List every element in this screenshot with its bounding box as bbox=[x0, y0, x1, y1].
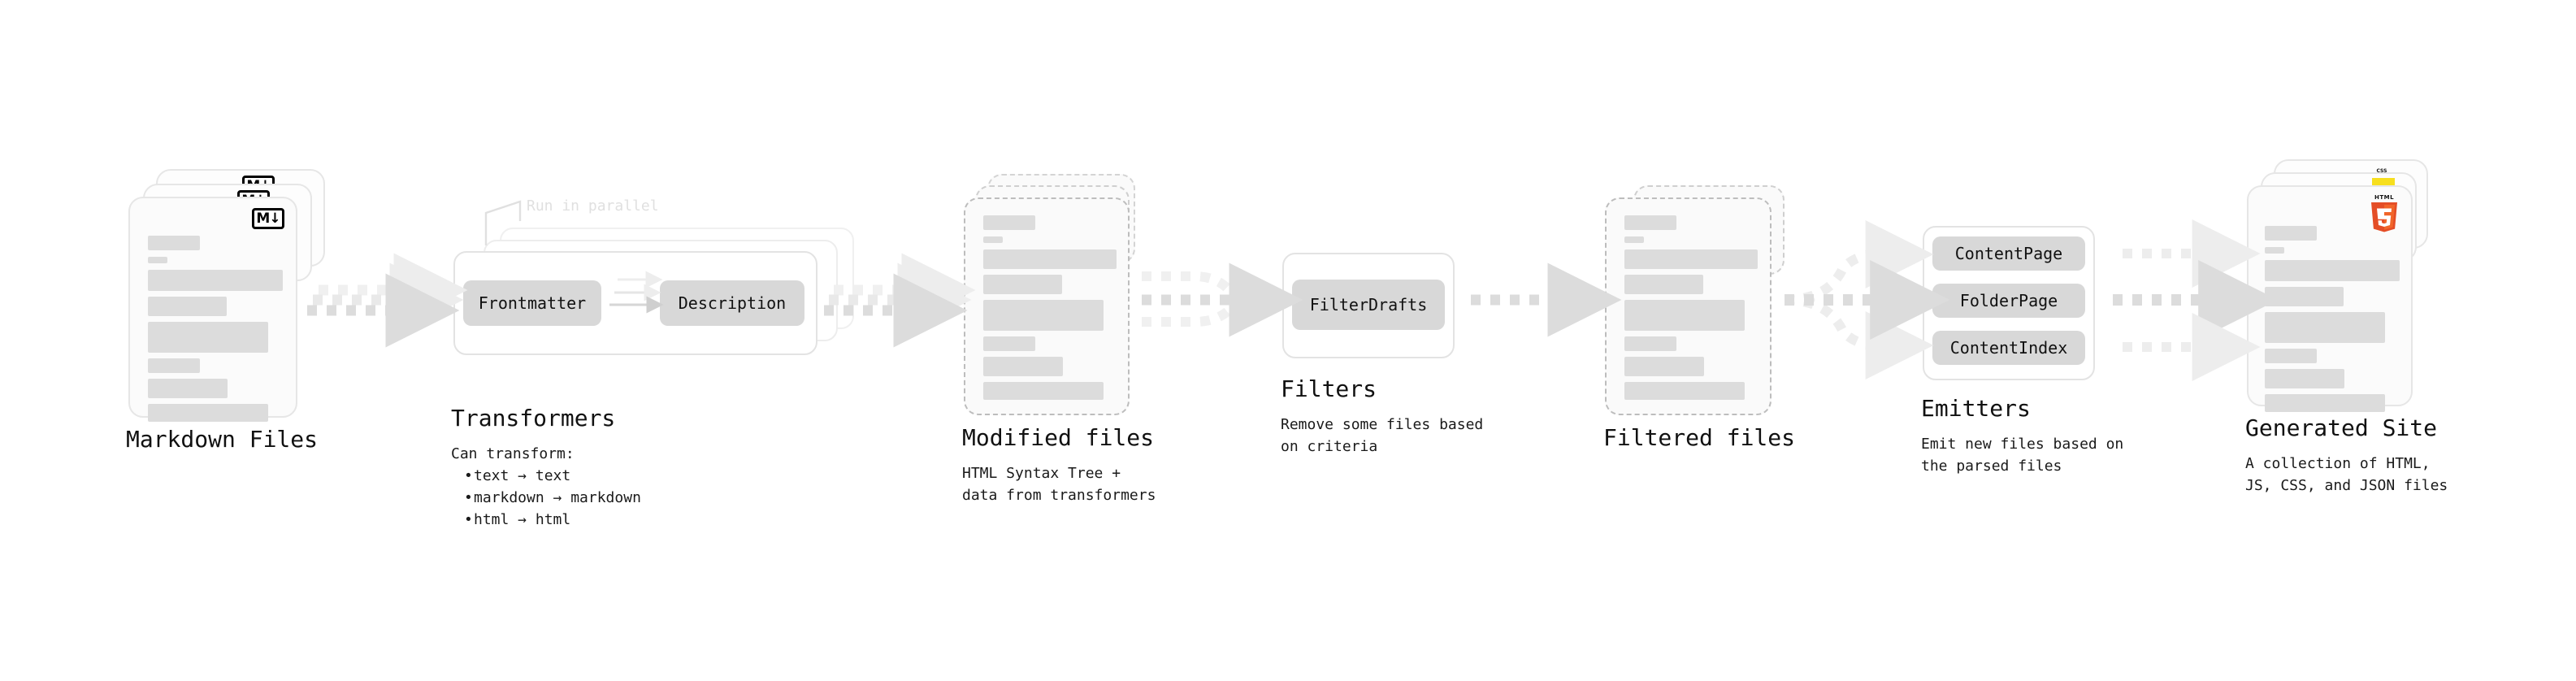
caption-generated-site: Generated Site A collection of HTML, JS,… bbox=[2245, 414, 2522, 497]
doc-line bbox=[148, 236, 200, 250]
doc-line bbox=[2265, 349, 2317, 363]
caption-markdown-files: Markdown Files bbox=[126, 427, 394, 453]
doc-line bbox=[148, 270, 283, 291]
doc-line bbox=[148, 404, 268, 422]
arrow-filtered-to-emitters bbox=[1784, 220, 1950, 380]
doc-line bbox=[1624, 336, 1676, 351]
doc-line bbox=[2265, 226, 2317, 241]
run-in-parallel-label: Run in parallel bbox=[527, 197, 659, 215]
can-transform-label: Can transform: bbox=[451, 445, 575, 462]
arrow-emitters-to-site bbox=[2113, 219, 2279, 381]
doc-line bbox=[1624, 275, 1703, 294]
stage-title: Modified files bbox=[962, 424, 1155, 451]
caption-transformers: Transformers Can transform: text → text … bbox=[451, 406, 760, 531]
arrow-modified-to-filters bbox=[1142, 262, 1303, 337]
list-item: markdown → markdown bbox=[464, 487, 760, 509]
filtered-file-card bbox=[1605, 197, 1772, 415]
stage-subtitle: HTML Syntax Tree + data from transformer… bbox=[962, 464, 1156, 504]
doc-line bbox=[1624, 215, 1676, 230]
doc-line bbox=[2265, 394, 2385, 412]
html5-badge: HTML bbox=[2366, 192, 2402, 232]
doc-line bbox=[983, 357, 1063, 376]
stage-subtitle: Remove some files based on criteria bbox=[1281, 415, 1484, 455]
arrow-markdown-to-transformers bbox=[307, 253, 468, 348]
doc-line bbox=[1624, 382, 1745, 400]
doc-line bbox=[983, 249, 1117, 269]
transformer-chip-frontmatter[interactable]: Frontmatter bbox=[463, 280, 601, 326]
doc-line bbox=[148, 322, 268, 353]
doc-line bbox=[2265, 369, 2344, 388]
doc-line bbox=[148, 297, 227, 316]
doc-line bbox=[2265, 247, 2284, 254]
stage-subtitle: Can transform: text → text markdown → ma… bbox=[451, 443, 760, 531]
doc-line bbox=[2265, 287, 2344, 306]
caption-filters: Filters Remove some files based on crite… bbox=[1281, 375, 1549, 458]
doc-line bbox=[2265, 312, 2385, 343]
doc-line bbox=[148, 257, 167, 263]
doc-line bbox=[1624, 357, 1704, 376]
caption-modified-files: Modified files HTML Syntax Tree + data f… bbox=[962, 424, 1230, 506]
doc-line bbox=[983, 336, 1035, 351]
caption-emitters: Emitters Emit new files based on the par… bbox=[1921, 395, 2197, 477]
svg-text:HTML: HTML bbox=[2374, 194, 2394, 201]
doc-line bbox=[1624, 236, 1644, 243]
list-item: text → text bbox=[464, 465, 760, 487]
stage-title: Filters bbox=[1281, 375, 1377, 402]
stage-title: Transformers bbox=[451, 405, 616, 432]
doc-line bbox=[983, 300, 1104, 331]
filter-chip-filterdrafts[interactable]: FilterDrafts bbox=[1292, 280, 1445, 330]
markdown-file-card: M↓ bbox=[128, 197, 297, 422]
doc-line bbox=[983, 215, 1035, 230]
list-item: html → html bbox=[464, 509, 760, 531]
emitter-chip-contentindex[interactable]: ContentIndex bbox=[1932, 331, 2085, 365]
doc-line bbox=[983, 382, 1104, 400]
svg-text:CSS: CSS bbox=[2377, 168, 2387, 174]
doc-line bbox=[148, 358, 200, 373]
transformer-chip-description[interactable]: Description bbox=[660, 280, 804, 326]
doc-line bbox=[148, 379, 228, 398]
doc-line bbox=[1624, 300, 1745, 331]
emitter-chip-folderpage[interactable]: FolderPage bbox=[1932, 284, 2085, 318]
caption-filtered-files: Filtered files bbox=[1603, 424, 1871, 451]
stage-title: Emitters bbox=[1921, 395, 2031, 422]
stage-title: Markdown Files bbox=[126, 426, 319, 453]
transform-bullet-list: text → text markdown → markdown html → h… bbox=[451, 465, 760, 531]
modified-file-card bbox=[964, 197, 1130, 415]
stage-subtitle: A collection of HTML, JS, CSS, and JSON … bbox=[2245, 454, 2448, 494]
doc-line bbox=[2265, 260, 2400, 281]
emitter-chip-contentpage[interactable]: ContentPage bbox=[1932, 236, 2085, 271]
markdown-badge: M↓ bbox=[252, 208, 284, 229]
stage-title: Generated Site bbox=[2245, 414, 2438, 441]
stage-subtitle: Emit new files based on the parsed files bbox=[1921, 435, 2124, 475]
doc-line bbox=[983, 275, 1062, 294]
stage-title: Filtered files bbox=[1603, 424, 1796, 451]
doc-line bbox=[983, 236, 1003, 243]
doc-line bbox=[1624, 249, 1758, 269]
